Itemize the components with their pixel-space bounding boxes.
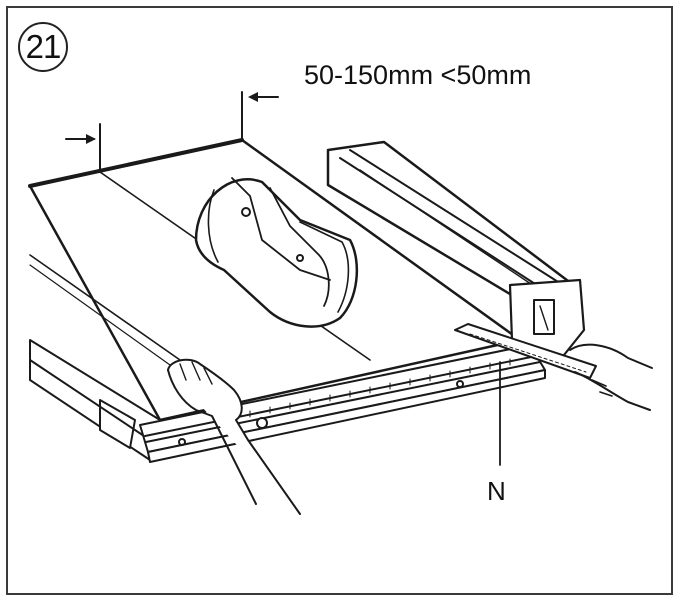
dimension-markers [65, 91, 279, 177]
right-hand [569, 343, 653, 411]
left-hand [167, 358, 301, 515]
rip-fence [326, 140, 586, 362]
blade-guard [194, 177, 359, 328]
step-number-badge: 21 [18, 22, 68, 72]
dimension-label: 50-150mm <50mm [304, 60, 532, 90]
push-stick [454, 323, 597, 466]
callout-label-n: N [487, 476, 506, 506]
